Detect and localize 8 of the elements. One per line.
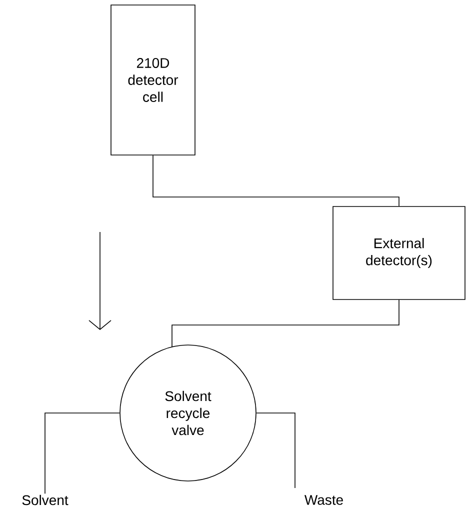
pipe-line (44, 412, 120, 494)
pipe-line (256, 412, 296, 488)
pipe-line (172, 300, 400, 348)
pipe-line (152, 155, 400, 206)
outlet-label: Solvent (22, 494, 68, 506)
process-box: 210D detector cell (110, 4, 196, 156)
process-box: External detector(s) (332, 206, 466, 300)
outlet-label: Waste (304, 495, 343, 505)
